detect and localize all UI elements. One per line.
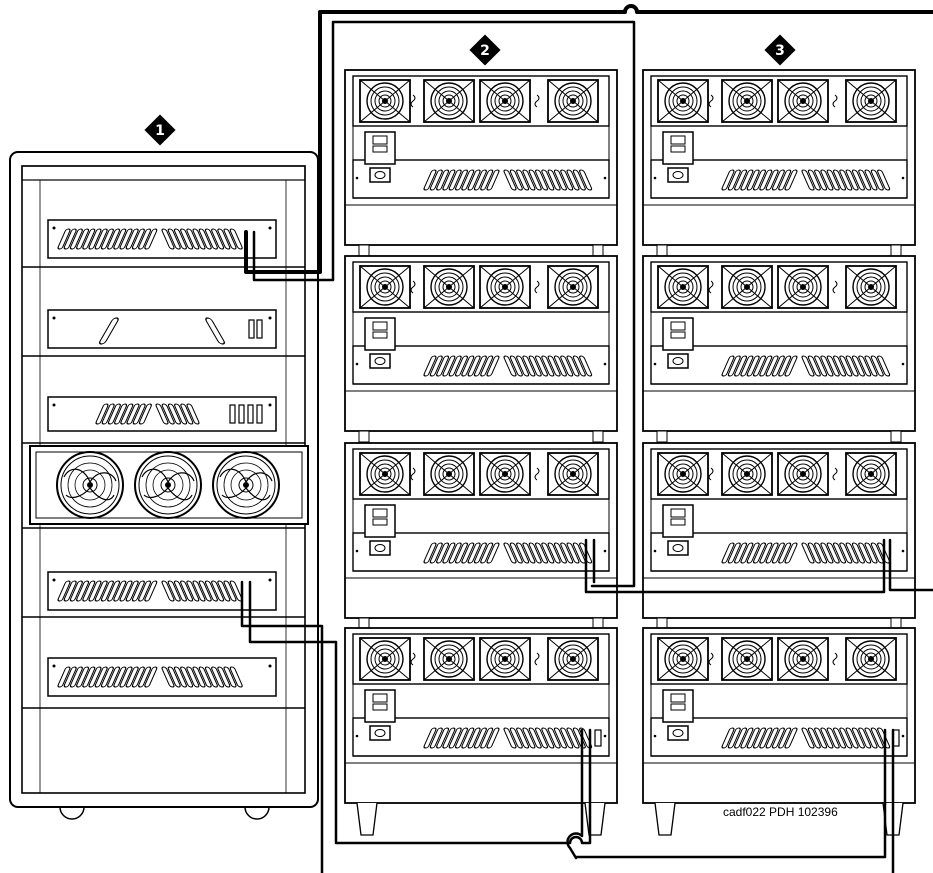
power-outlet-icon xyxy=(369,353,391,369)
power-outlet-icon xyxy=(667,540,689,556)
power-outlet-icon xyxy=(667,353,689,369)
callout-1-marker: 1 xyxy=(144,114,176,146)
control-cabinet-details xyxy=(52,226,280,688)
power-outlet-icon xyxy=(369,725,391,741)
power-outlet-icon xyxy=(369,540,391,556)
callout-2-marker: 2 xyxy=(469,34,501,66)
port-network-cabinet xyxy=(642,69,916,257)
port-network-cabinet xyxy=(642,442,916,630)
callout-3-label: 3 xyxy=(775,43,785,59)
callout-1-label: 1 xyxy=(155,123,165,139)
stack-2 xyxy=(344,69,618,836)
power-switch-icon xyxy=(364,131,396,165)
power-switch-icon xyxy=(364,689,396,723)
power-switch-icon xyxy=(662,504,694,538)
interconnect-cables xyxy=(240,4,933,873)
power-switch-icon xyxy=(662,317,694,351)
power-switch-icon xyxy=(662,689,694,723)
port-network-cabinet xyxy=(642,255,916,443)
port-network-cabinet xyxy=(344,255,618,443)
port-network-cabinet xyxy=(642,627,916,836)
power-switch-icon xyxy=(662,131,694,165)
callout-2-label: 2 xyxy=(480,43,490,59)
power-outlet-icon xyxy=(667,167,689,183)
port-network-cabinet xyxy=(344,69,618,257)
port-network-cabinet xyxy=(344,442,618,630)
power-outlet-icon xyxy=(667,725,689,741)
power-outlet-icon xyxy=(369,167,391,183)
power-switch-icon xyxy=(364,504,396,538)
callout-3-marker: 3 xyxy=(764,34,796,66)
port-network-stacks xyxy=(344,69,916,836)
stack-3 xyxy=(642,69,916,836)
power-switch-icon xyxy=(364,317,396,351)
port-network-cabinet xyxy=(344,627,618,836)
figure-caption: cadf022 PDH 102396 xyxy=(723,805,838,819)
